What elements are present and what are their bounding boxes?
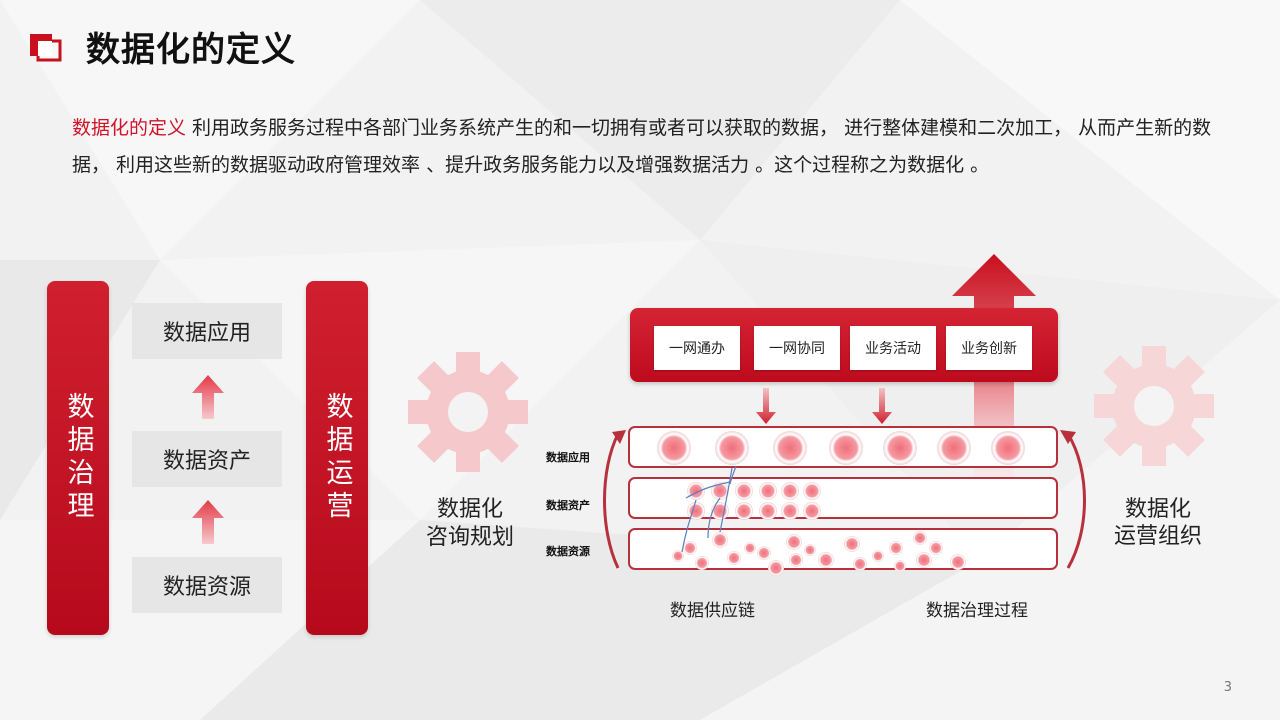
chip-one-network-collab: 一网协同 xyxy=(754,326,840,370)
layer-resource xyxy=(628,528,1058,570)
asset-circles xyxy=(687,482,821,520)
box-data-asset: 数据资产 xyxy=(132,431,282,487)
page-title: 数据化的定义 xyxy=(86,30,296,70)
chip-business-activity: 业务活动 xyxy=(850,326,936,370)
business-panel: 一网通办 一网协同 业务活动 业务创新 xyxy=(630,308,1058,382)
operation-org-label: 数据化 运营组织 xyxy=(1113,497,1202,549)
intro-paragraph: 数据化的定义 利用政务服务过程中各部门业务系统产生的和一切拥有或者可以获取的数据… xyxy=(72,110,1222,184)
down-arrow-icon xyxy=(872,388,892,424)
title-logo-icon xyxy=(30,34,62,62)
box-data-application: 数据应用 xyxy=(132,303,282,359)
application-circles xyxy=(657,431,1025,465)
resource-circles xyxy=(672,531,966,576)
data-flow-illustration xyxy=(603,430,1086,576)
gear-icon xyxy=(408,352,528,472)
box-data-resource: 数据资源 xyxy=(132,557,282,613)
side-brackets xyxy=(603,433,1086,569)
chip-one-network-service: 一网通办 xyxy=(654,326,740,370)
gear-icon xyxy=(1094,346,1214,466)
chip-business-innovation: 业务创新 xyxy=(946,326,1032,370)
page-number: 3 xyxy=(1223,680,1232,695)
bracket-arrow-icon xyxy=(612,430,626,444)
up-arrow-icon xyxy=(192,375,224,419)
governance-process-label: 数据治理过程 xyxy=(926,601,1028,621)
up-arrow-icon xyxy=(192,500,224,544)
layer-label-asset: 数据资产 xyxy=(546,499,590,512)
consult-planning-label: 数据化 咨询规划 xyxy=(425,497,514,550)
flow-curves xyxy=(681,465,737,553)
supply-chain-label: 数据供应链 xyxy=(670,601,755,621)
bracket-arrow-icon xyxy=(1060,430,1076,444)
intro-text: 利用政务服务过程中各部门业务系统产生的和一切拥有或者可以获取的数据， 进行整体建… xyxy=(72,117,1212,176)
data-operation-bar: 数据运营 xyxy=(306,281,368,635)
intro-highlight: 数据化的定义 xyxy=(72,117,187,139)
down-arrow-icon xyxy=(756,388,776,424)
layer-label-resource: 数据资源 xyxy=(546,545,590,558)
layer-label-application: 数据应用 xyxy=(546,451,590,464)
data-governance-bar: 数据治理 xyxy=(47,281,109,635)
